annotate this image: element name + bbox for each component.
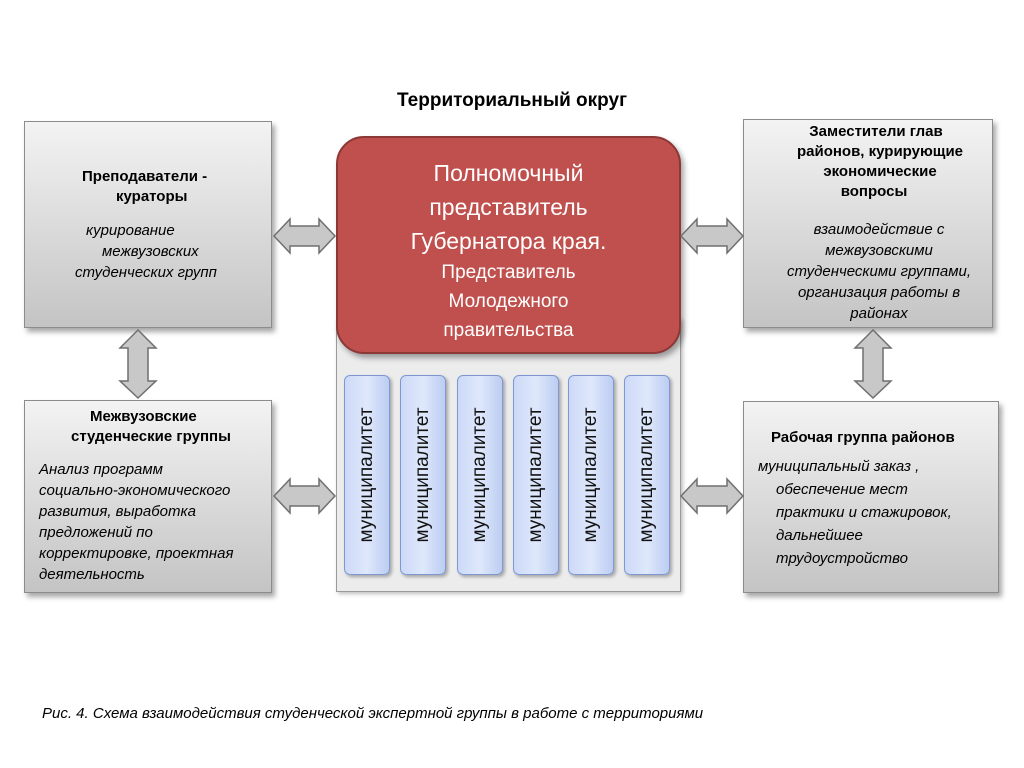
- box-description: Анализ программ социально-экономического…: [39, 459, 233, 585]
- heading-line: районов, курирующие: [796, 143, 964, 160]
- description-line: корректировке, проектная: [39, 545, 234, 562]
- description-line: муниципальный заказ ,: [758, 458, 920, 475]
- description-line: развития, выработка: [39, 503, 196, 520]
- municipality-block: муниципалитет: [513, 375, 559, 575]
- box-heading: Заместители глав районов, курирующие эко…: [744, 122, 994, 202]
- heading-line: Преподаватели -: [82, 168, 208, 185]
- description-line: социально-экономического: [39, 482, 231, 499]
- figure-caption: Рис. 4. Схема взаимодействия студенческо…: [42, 705, 704, 722]
- description-line: трудоустройство: [776, 550, 908, 567]
- central-line: Представитель: [441, 262, 576, 283]
- description-line: курирование: [86, 222, 175, 239]
- description-line: межвузовских: [102, 243, 199, 260]
- double-arrow-icon: [272, 217, 337, 255]
- description-line: предложений по: [39, 524, 153, 541]
- municipality-block: муниципалитет: [344, 375, 390, 575]
- description-line: обеспечение мест: [776, 481, 908, 498]
- description-line: деятельность: [39, 566, 145, 583]
- double-arrow-icon: [853, 328, 893, 400]
- central-line: Губернатора края.: [410, 228, 607, 254]
- description-line: районах: [850, 305, 908, 322]
- description-line: взаимодействие с: [813, 221, 945, 238]
- description-line: Анализ программ: [39, 461, 163, 478]
- diagram-title: Территориальный округ: [397, 90, 627, 111]
- municipality-block: муниципалитет: [568, 375, 614, 575]
- central-line: Полномочный: [433, 160, 584, 186]
- description-line: межвузовскими: [825, 242, 933, 259]
- municipality-block: муниципалитет: [400, 375, 446, 575]
- description-line: студенческих групп: [75, 264, 217, 281]
- heading-line: вопросы: [840, 183, 908, 200]
- central-line: представитель: [429, 194, 588, 220]
- municipality-block: муниципалитет: [624, 375, 670, 575]
- description-line: организация работы в: [797, 284, 961, 301]
- box-deputy-heads: Заместители глав районов, курирующие эко…: [743, 119, 993, 328]
- central-line: Молодежного: [448, 291, 569, 312]
- heading-line: Межвузовские: [90, 408, 197, 425]
- box-heading: Рабочая группа районов: [771, 428, 955, 448]
- double-arrow-icon: [679, 217, 745, 255]
- double-arrow-icon: [118, 328, 158, 400]
- box-interuniversity-groups: Межвузовские студенческие группы Анализ …: [24, 400, 272, 593]
- box-teachers-curators: Преподаватели - кураторы курирование меж…: [24, 121, 272, 328]
- description-line: студенческими группами,: [786, 263, 972, 280]
- governor-representative-block: Полномочный представитель Губернатора кр…: [336, 136, 681, 354]
- box-heading: Преподаватели - кураторы: [82, 167, 207, 207]
- box-description: муниципальный заказ , обеспечение мест п…: [758, 455, 952, 570]
- box-district-working-group: Рабочая группа районов муниципальный зак…: [743, 401, 999, 593]
- double-arrow-icon: [679, 477, 745, 515]
- box-description: курирование межвузовских студенческих гр…: [75, 220, 217, 283]
- double-arrow-icon: [272, 477, 337, 515]
- box-heading: Межвузовские студенческие группы: [71, 407, 231, 447]
- heading-line: Заместители глав: [809, 123, 943, 140]
- box-description: взаимодействие с межвузовскими студенчес…: [744, 219, 994, 324]
- central-line: правительства: [443, 320, 574, 341]
- heading-line: экономические: [823, 163, 937, 180]
- heading-line: кураторы: [116, 188, 188, 205]
- description-line: дальнейшее: [776, 527, 863, 544]
- municipalities-panel: [336, 318, 681, 592]
- description-line: практики и стажировок,: [776, 504, 952, 521]
- heading-line: Рабочая группа районов: [771, 429, 955, 446]
- heading-line: студенческие группы: [71, 428, 231, 445]
- municipality-block: муниципалитет: [457, 375, 503, 575]
